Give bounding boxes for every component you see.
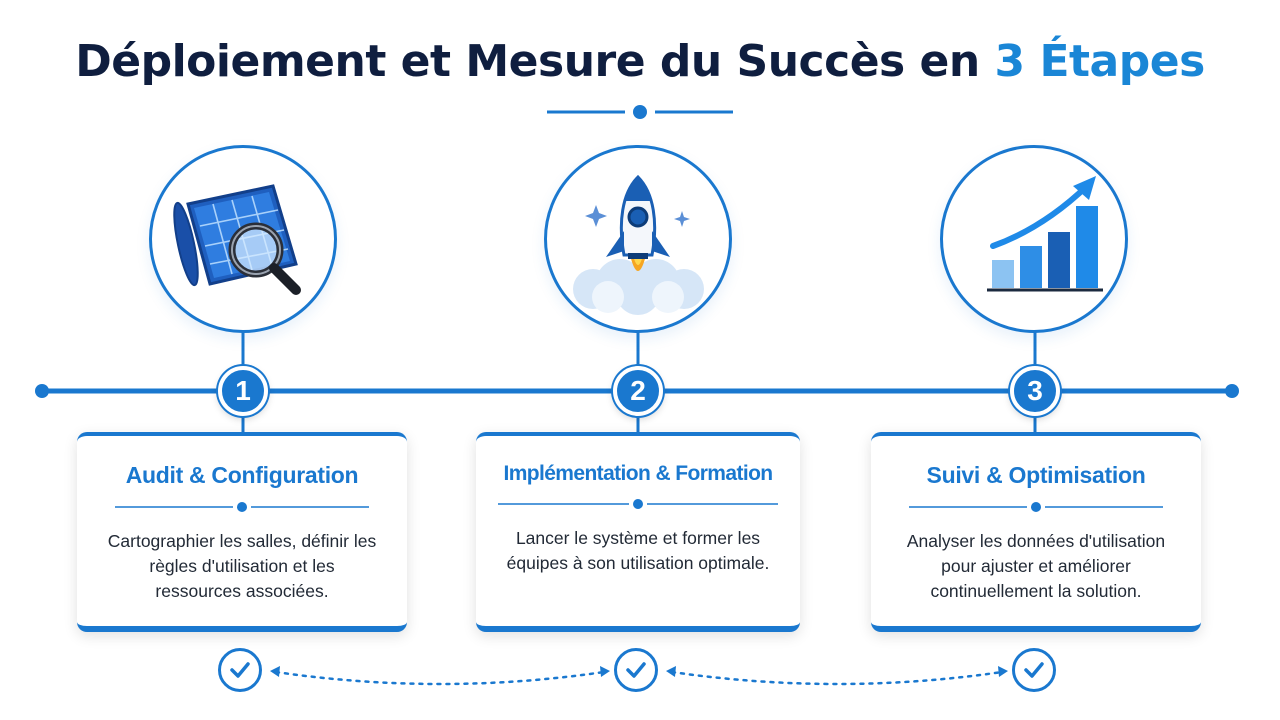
- checkmark-icon: [1024, 662, 1044, 678]
- step-3-card: Suivi & Optimisation Analyser les donnée…: [871, 432, 1201, 632]
- title-main: Déploiement et Mesure du Succès en: [75, 36, 995, 87]
- step-2-description: Lancer le système et former les équipes …: [506, 528, 770, 573]
- checkmark-icon: [626, 662, 646, 678]
- step-2-icon-circle: [544, 145, 732, 333]
- step-1-card: Audit & Configuration Cartographier les …: [77, 432, 407, 632]
- step-2-card: Implémentation & Formation Lancer le sys…: [476, 432, 800, 632]
- card-divider: [115, 502, 369, 512]
- step-2-title: Implémentation & Formation: [503, 462, 773, 485]
- growth-chart-icon: [987, 176, 1103, 292]
- step-1-check-icon: [218, 648, 262, 692]
- step-3-icon-circle: [940, 145, 1128, 333]
- page-title: Déploiement et Mesure du Succès en 3 Éta…: [0, 36, 1280, 87]
- step-3-check-icon: [1012, 648, 1056, 692]
- step-1-description: Cartographier les salles, définir les rè…: [107, 531, 377, 601]
- step-3-title: Suivi & Optimisation: [926, 462, 1146, 488]
- step-1-title: Audit & Configuration: [125, 462, 359, 488]
- card-divider: [498, 499, 778, 509]
- step-2-check-icon: [614, 648, 658, 692]
- step-3-description: Analyser les données d'utilisation pour …: [906, 531, 1166, 601]
- blueprint-magnifier-icon: [173, 184, 301, 295]
- step-1-icon-circle: [149, 145, 337, 333]
- step-1-badge: 1: [218, 366, 268, 416]
- card-divider: [909, 502, 1163, 512]
- checkmark-icon: [230, 662, 250, 678]
- title-divider: [547, 105, 733, 119]
- step-3-badge: 3: [1010, 366, 1060, 416]
- rocket-launch-icon: [573, 174, 704, 315]
- title-accent: 3 Étapes: [994, 36, 1206, 87]
- step-2-badge: 2: [613, 366, 663, 416]
